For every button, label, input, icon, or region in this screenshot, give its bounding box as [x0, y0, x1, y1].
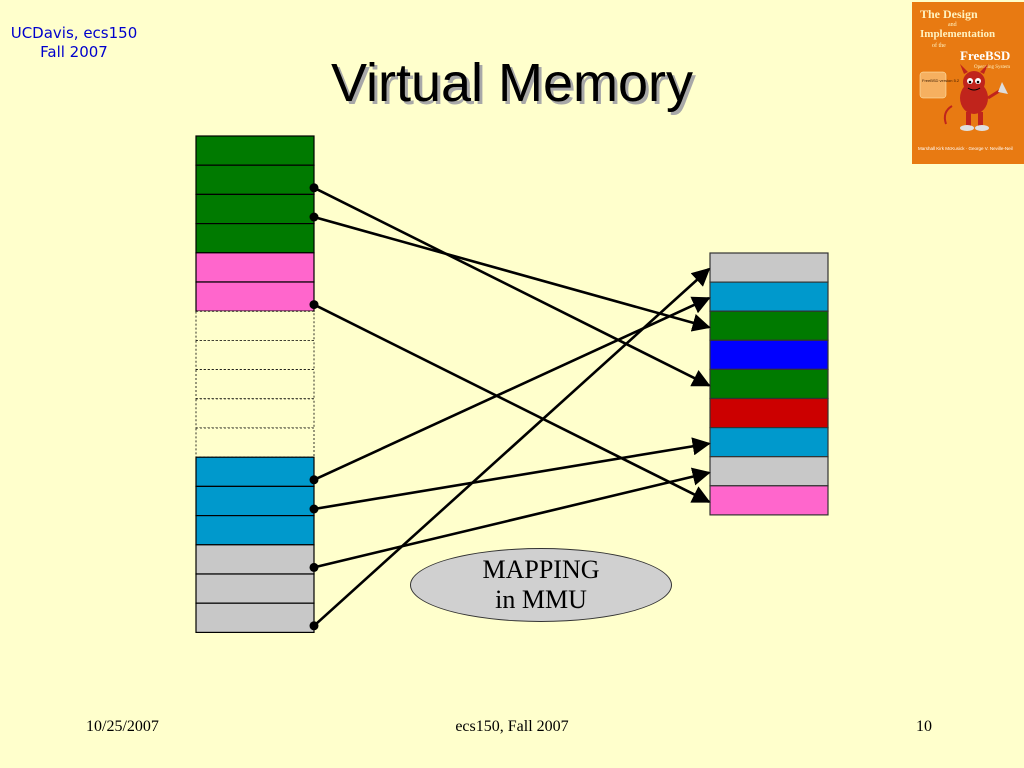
mapping-arrow — [313, 467, 711, 569]
virtual-page-empty — [195, 427, 315, 458]
physical-frame-green — [709, 310, 829, 341]
course-line-1: UCDavis, ecs150 — [10, 24, 138, 42]
book-cover-image: The Design and Implementation of the Fre… — [912, 2, 1024, 164]
book-version-badge — [919, 71, 947, 99]
mapping-arrow — [313, 303, 711, 503]
mapping-origin-dot — [309, 212, 319, 222]
virtual-page-cyan — [195, 514, 315, 546]
virtual-page-green — [195, 193, 315, 225]
physical-frame-red — [709, 397, 829, 429]
daemon-icon — [943, 64, 1008, 131]
course-line-2: Fall 2007 — [40, 43, 108, 61]
book-badge-text: FreeBSD version 5.2 — [922, 78, 960, 83]
book-cover-art: The Design and Implementation of the Fre… — [912, 2, 1024, 164]
mapping-arrow — [313, 437, 711, 511]
physical-frame-cyan — [709, 281, 829, 312]
virtual-page-empty — [195, 339, 315, 370]
course-label: UCDavis, ecs150 Fall 2007 — [4, 24, 144, 62]
virtual-page-empty — [195, 310, 315, 341]
virtual-page-gray — [195, 544, 315, 575]
mmu-line-1: MAPPING — [482, 555, 600, 584]
physical-frame-cyan — [709, 427, 829, 458]
mapping-arrows — [309, 183, 711, 631]
mmu-ellipse: MAPPING in MMU — [410, 548, 672, 622]
physical-memory — [709, 252, 829, 516]
physical-frame-blue — [709, 339, 829, 370]
virtual-page-green — [195, 135, 315, 166]
virtual-page-empty — [195, 369, 315, 400]
book-title-line-1: The Design — [920, 7, 978, 21]
slide-title: Virtual Memory — [330, 53, 694, 113]
footer-page-number: 10 — [916, 718, 932, 735]
virtual-page-pink — [195, 252, 315, 283]
virtual-page-cyan — [195, 456, 315, 488]
book-authors: Marshall Kirk McKusick · George V. Nevil… — [918, 146, 1013, 151]
virtual-page-empty — [195, 398, 315, 429]
book-title-line-2: and — [948, 22, 957, 28]
virtual-page-green — [195, 164, 315, 195]
mapping-origin-dot — [309, 562, 319, 572]
book-title-line-5: FreeBSD — [960, 48, 1010, 63]
mapping-origin-dot — [309, 504, 319, 514]
physical-frame-pink — [709, 485, 829, 516]
physical-frame-gray — [709, 252, 829, 283]
mapping-origin-dot — [309, 475, 319, 485]
mapping-arrow — [313, 215, 711, 332]
virtual-page-green — [195, 223, 315, 254]
mapping-origin-dot — [309, 621, 319, 631]
virtual-page-cyan — [195, 485, 315, 517]
footer-date: 10/25/2007 — [86, 718, 159, 735]
book-subtitle: Operating System — [974, 65, 1010, 70]
virtual-page-pink — [195, 281, 315, 312]
mapping-origin-dot — [309, 300, 319, 310]
physical-frame-gray — [709, 456, 829, 487]
mapping-arrow — [313, 186, 711, 387]
footer-course: ecs150, Fall 2007 — [455, 718, 569, 735]
physical-frame-green — [709, 368, 829, 400]
virtual-address-space — [195, 135, 315, 634]
book-title-line-4: of the — [932, 42, 946, 49]
mmu-line-2: in MMU — [495, 585, 587, 614]
virtual-page-gray — [195, 573, 315, 604]
mapping-arrow — [313, 267, 711, 627]
virtual-page-gray — [195, 602, 315, 634]
mapping-origin-dot — [309, 183, 319, 193]
book-title-line-3: Implementation — [920, 28, 995, 40]
